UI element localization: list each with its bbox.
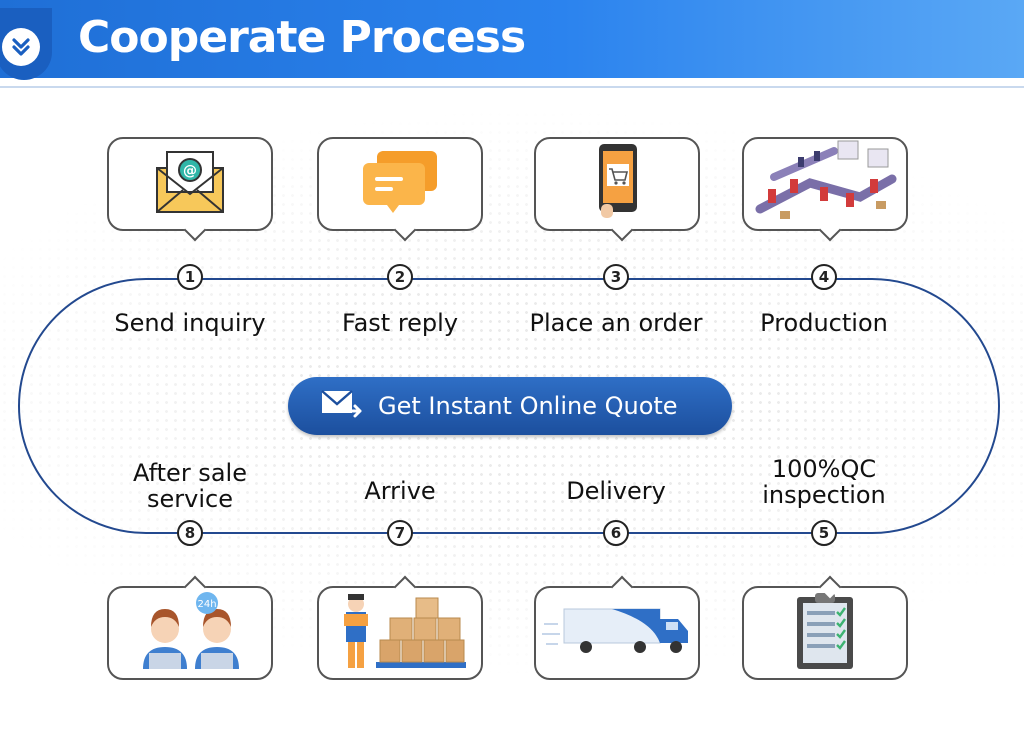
quote-button-label: Get Instant Online Quote [378, 392, 678, 420]
page-title: Cooperate Process [78, 12, 526, 63]
step-2-bubble [317, 137, 483, 242]
process-loop [18, 278, 1000, 534]
step-1-bubble: @ [107, 137, 273, 242]
chevron-down-icon [2, 28, 40, 66]
step-number-7: 7 [387, 520, 413, 546]
step-3-bubble [534, 137, 700, 242]
step-number-6: 6 [603, 520, 629, 546]
step-5-bubble [742, 575, 908, 680]
chat-bubbles-icon [359, 149, 441, 219]
mail-send-icon [320, 387, 364, 425]
step-label-send-inquiry: Send inquiry [114, 309, 266, 337]
logo-badge [0, 8, 52, 80]
step-label-fast-reply: Fast reply [341, 309, 459, 337]
header-bar: Cooperate Process [0, 0, 1024, 80]
step-number-1: 1 [177, 264, 203, 290]
step-label-delivery: Delivery [566, 477, 666, 505]
step-label-qc-inspection: 100%QC inspection [762, 455, 886, 509]
step-number-4: 4 [811, 264, 837, 290]
get-quote-button[interactable]: Get Instant Online Quote [288, 377, 732, 435]
step-7-bubble [317, 575, 483, 680]
step-label-production: Production [760, 309, 888, 337]
step-4-bubble [742, 137, 908, 242]
step-number-8: 8 [177, 520, 203, 546]
step-number-2: 2 [387, 264, 413, 290]
step-label-arrive: Arrive [364, 477, 436, 505]
factory-line-icon [750, 139, 900, 229]
step-label-place-order: Place an order [529, 309, 703, 337]
worker-boxes-icon [330, 590, 470, 676]
step-8-bubble: 24h [107, 575, 273, 680]
step-number-3: 3 [603, 264, 629, 290]
email-envelope-icon: @ [153, 148, 227, 220]
step-label-after-sale: After sale service [133, 459, 247, 513]
checklist-clipboard-icon [793, 591, 857, 675]
delivery-truck-icon [542, 601, 692, 665]
24h-badge: 24h [197, 599, 216, 610]
phone-cart-icon [587, 142, 647, 226]
step-number-5: 5 [811, 520, 837, 546]
header-divider [0, 86, 1024, 88]
support-agents-icon: 24h [125, 591, 255, 675]
step-6-bubble [534, 575, 700, 680]
svg-text:@: @ [183, 163, 197, 179]
